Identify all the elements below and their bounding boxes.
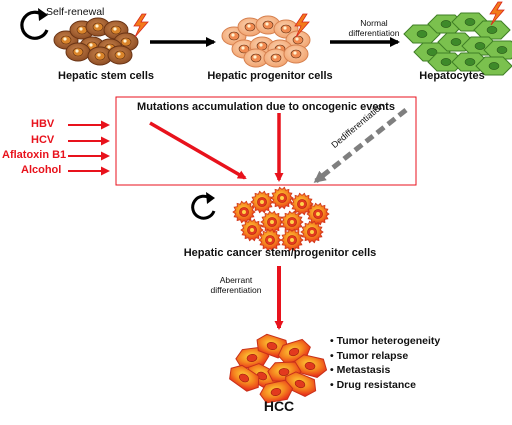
progenitor-cell: [285, 30, 311, 50]
cancer-stem-cells-cluster: [232, 186, 330, 252]
hepatocyte-cell: [403, 24, 441, 44]
progenitor-cell: [243, 48, 269, 68]
normal-differentiation-label: Normal differentiation: [338, 18, 410, 39]
hepatic-stem-cells-cluster: [53, 17, 139, 66]
factor-hbv: HBV: [31, 118, 55, 130]
cancer-stem-cell: [232, 200, 256, 224]
hepatocyte-cell: [475, 56, 512, 76]
lightning-icon-stem: [133, 13, 149, 38]
factor-aflatoxin-b1: Aflatoxin B1: [2, 149, 67, 161]
factor-alcohol: Alcohol: [21, 164, 62, 176]
hcc-cell: [259, 379, 294, 404]
stem-cell: [107, 45, 133, 65]
progenitor-cells-label: Hepatic progenitor cells: [207, 70, 333, 82]
hcc-cells-cluster: [229, 333, 328, 404]
aberrant-differentiation-label: Aberrant differentiation: [205, 275, 267, 296]
cancer-stem-cell: [306, 202, 330, 226]
outcome-tumor-relapse: Tumor relapse: [330, 349, 440, 364]
hepatic-progenitor-cells-cluster: [221, 15, 311, 68]
hcc-label: HCC: [263, 398, 295, 414]
hepatocytes-label: Hepatocytes: [419, 70, 485, 82]
cancer-stem-cell: [260, 210, 284, 234]
hcc-outcomes-list: Tumor heterogeneity Tumor relapse Metast…: [330, 334, 441, 393]
stem-cell: [65, 42, 91, 62]
cancer-stem-cell: [280, 228, 304, 252]
cancer-stem-cell: [280, 210, 304, 234]
factor-hcv: HCV: [31, 134, 55, 146]
cancer-stem-cell: [250, 190, 274, 214]
self-renewal-icon-cancer: [191, 192, 216, 220]
hcc-cell: [229, 364, 260, 392]
stem-cell: [87, 46, 113, 66]
hepatocyte-cell: [473, 20, 511, 40]
cancer-stem-cell: [258, 228, 282, 252]
cancer-stem-cell: [300, 220, 324, 244]
normal-differentiation-line-1: Normal: [360, 18, 388, 28]
progenitor-cell: [283, 44, 309, 64]
cancer-stem-cell: [240, 218, 264, 242]
normal-differentiation-line-2: differentiation: [348, 27, 400, 38]
mutations-box: [115, 96, 417, 186]
hepatocytes-cluster: [403, 12, 512, 76]
self-renewal-label: Self-renewal: [46, 6, 105, 18]
stem-cells-label: Hepatic stem cells: [58, 70, 154, 82]
mutations-box-label: Mutations accumulation due to oncogenic …: [137, 101, 395, 113]
hcc-cell: [235, 346, 270, 369]
lightning-icon-hepatocyte: [489, 1, 505, 26]
outcome-tumor-heterogeneity: Tumor heterogeneity: [330, 334, 441, 349]
aberrant-differentiation-line-2: differentiation: [210, 284, 262, 295]
lightning-icon-progenitor: [294, 13, 310, 38]
arrow-diagonal-to-cancer: [149, 121, 247, 180]
outcome-metastasis: Metastasis: [330, 363, 440, 378]
self-renewal-icon-top: [20, 8, 49, 40]
outcome-drug-resistance: Drug resistance: [330, 378, 440, 393]
cancer-stem-cells-label: Hepatic cancer stem/progenitor cells: [183, 247, 377, 259]
progenitor-cell: [263, 48, 289, 68]
cancer-stem-cell: [270, 186, 294, 210]
cancer-stem-cell: [290, 192, 314, 216]
arrow-dedifferentiation: [313, 108, 408, 183]
aberrant-differentiation-line-1: Aberrant: [219, 275, 253, 285]
